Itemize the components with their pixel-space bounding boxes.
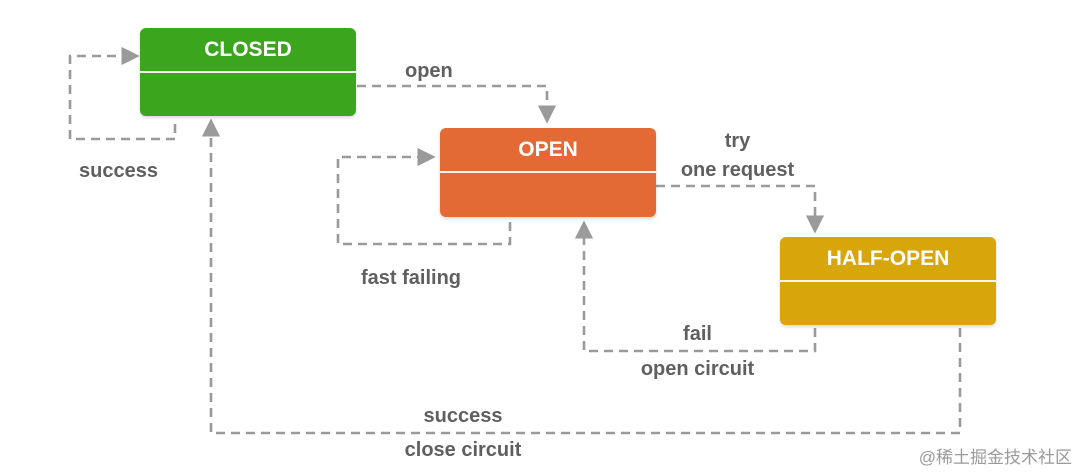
state-closed-label: CLOSED — [204, 38, 292, 61]
open-to-half-open-label-line2: one request — [680, 159, 795, 181]
closed-to-open-label: open — [405, 60, 453, 82]
half-open-to-open-arrow — [574, 220, 817, 353]
half-open-to-open-label: fail open circuit — [620, 322, 775, 381]
open-to-half-open-label: try one request — [660, 129, 815, 182]
state-open-divider — [440, 171, 656, 173]
watermark: @稀土掘金技术社区 — [918, 448, 1072, 467]
half-open-to-closed-label-line2: close circuit — [404, 439, 522, 461]
closed-self-loop-arrow — [68, 46, 177, 141]
half-open-to-closed-label: success close circuit — [383, 404, 543, 462]
open-to-half-open-arrow — [656, 184, 825, 234]
state-closed: CLOSED — [140, 28, 356, 116]
closed-self-loop-label: success — [79, 160, 158, 182]
state-half-open: HALF-OPEN — [780, 237, 996, 325]
state-closed-divider — [140, 71, 356, 73]
half-open-to-open-label-line2: open circuit — [640, 358, 755, 380]
open-self-loop-label: fast failing — [361, 267, 462, 289]
state-half-open-divider — [780, 280, 996, 282]
half-open-to-closed-arrow — [201, 118, 962, 435]
state-open: OPEN — [440, 128, 656, 217]
half-open-to-closed-label-line1: success — [423, 405, 503, 427]
state-open-label: OPEN — [518, 138, 578, 161]
closed-to-open-arrow — [357, 84, 557, 124]
state-half-open-label: HALF-OPEN — [826, 247, 950, 270]
half-open-to-open-label-line1: fail — [683, 323, 712, 345]
open-to-half-open-label-line1: try — [724, 130, 751, 152]
